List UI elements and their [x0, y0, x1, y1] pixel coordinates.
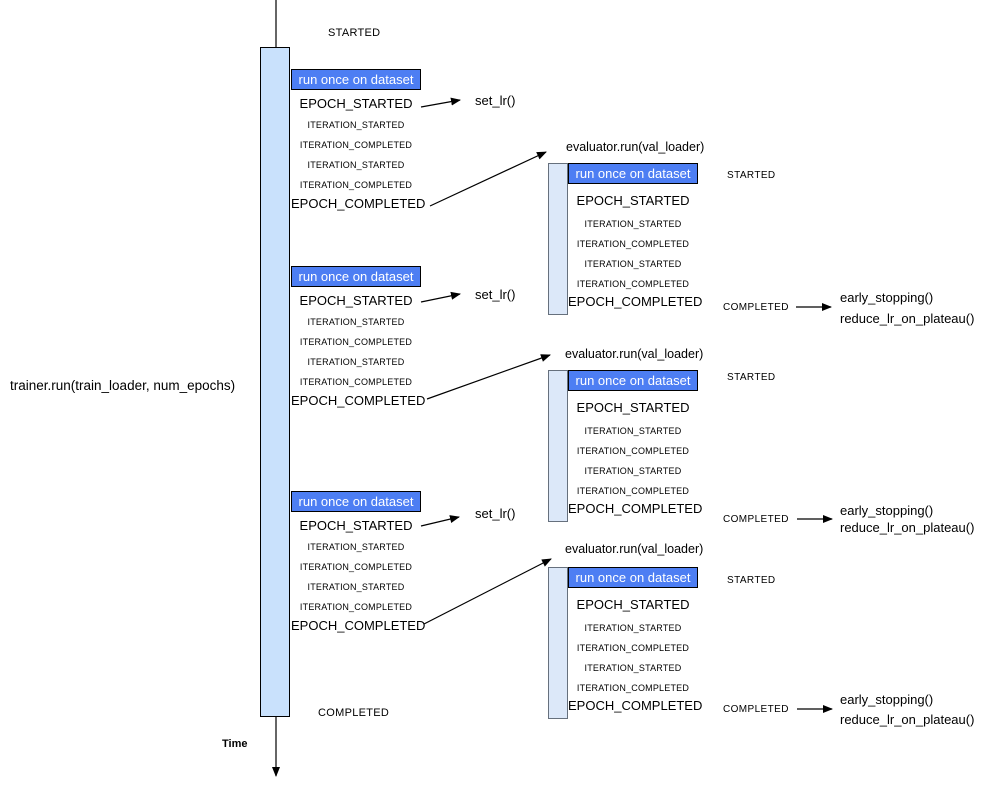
evaluator-completed-label-1: COMPLETED	[723, 302, 789, 313]
arrow-epoch-completed-to-evaluator-2	[426, 354, 551, 400]
iteration-completed-event: ITERATION_COMPLETED	[576, 239, 690, 249]
iteration-completed-event: ITERATION_COMPLETED	[576, 446, 690, 456]
evaluator-started-label-3: STARTED	[727, 575, 776, 586]
iteration-completed-event: ITERATION_COMPLETED	[299, 180, 413, 190]
arrow-epoch-started-to-set-lr-2	[420, 291, 461, 303]
trainer-epoch-block-2: run once on dataset EPOCH_STARTED ITERAT…	[291, 266, 426, 408]
trainer-completed-label: COMPLETED	[318, 707, 390, 719]
evaluator-started-label-1: STARTED	[727, 170, 776, 181]
iteration-started-event: ITERATION_STARTED	[307, 160, 405, 170]
epoch-started-event: EPOCH_STARTED	[299, 96, 413, 111]
iteration-completed-event: ITERATION_COMPLETED	[299, 602, 413, 612]
iteration-completed-event: ITERATION_COMPLETED	[299, 377, 413, 387]
set-lr-handler-1: set_lr()	[475, 93, 516, 108]
trainer-epoch-block-3: run once on dataset EPOCH_STARTED ITERAT…	[291, 491, 426, 633]
evaluator-block-1: run once on dataset EPOCH_STARTED ITERAT…	[548, 163, 703, 317]
run-once-header: run once on dataset	[291, 491, 421, 512]
iteration-started-event: ITERATION_STARTED	[584, 663, 682, 673]
epoch-completed-event: EPOCH_COMPLETED	[568, 501, 703, 516]
epoch-started-event: EPOCH_STARTED	[576, 400, 690, 415]
reduce-lr-on-plateau-handler-2: reduce_lr_on_plateau()	[840, 520, 975, 535]
arrow-epoch-completed-to-evaluator-1	[429, 151, 547, 207]
epoch-completed-event: EPOCH_COMPLETED	[568, 698, 703, 713]
run-once-header: run once on dataset	[291, 69, 421, 90]
epoch-completed-event: EPOCH_COMPLETED	[291, 196, 426, 211]
iteration-completed-event: ITERATION_COMPLETED	[299, 140, 413, 150]
iteration-started-event: ITERATION_STARTED	[307, 542, 405, 552]
iteration-completed-event: ITERATION_COMPLETED	[576, 279, 690, 289]
iteration-completed-event: ITERATION_COMPLETED	[576, 486, 690, 496]
epoch-started-event: EPOCH_STARTED	[576, 597, 690, 612]
epoch-started-event: EPOCH_STARTED	[299, 293, 413, 308]
epoch-completed-event: EPOCH_COMPLETED	[291, 618, 426, 633]
epoch-started-event: EPOCH_STARTED	[576, 193, 690, 208]
run-once-header: run once on dataset	[568, 567, 698, 588]
run-once-header: run once on dataset	[568, 370, 698, 391]
trainer-started-label: STARTED	[328, 27, 381, 39]
time-axis-label: Time	[222, 738, 248, 750]
evaluator-block-3: run once on dataset EPOCH_STARTED ITERAT…	[548, 567, 703, 721]
evaluator-started-label-2: STARTED	[727, 372, 776, 383]
arrow-epoch-started-to-set-lr-3	[420, 515, 460, 527]
early-stopping-handler-2: early_stopping()	[840, 503, 934, 518]
iteration-started-event: ITERATION_STARTED	[584, 426, 682, 436]
evaluator-run-label-3: evaluator.run(val_loader)	[565, 542, 704, 556]
epoch-completed-event: EPOCH_COMPLETED	[568, 294, 703, 309]
arrow-epoch-completed-to-evaluator-3	[423, 558, 552, 625]
evaluator-run-label-2: evaluator.run(val_loader)	[565, 347, 704, 361]
trainer-epoch-block-1: run once on dataset EPOCH_STARTED ITERAT…	[291, 69, 426, 211]
reduce-lr-on-plateau-handler-1: reduce_lr_on_plateau()	[840, 311, 975, 326]
iteration-started-event: ITERATION_STARTED	[307, 582, 405, 592]
trainer-run-label: trainer.run(train_loader, num_epochs)	[10, 378, 236, 393]
iteration-started-event: ITERATION_STARTED	[584, 219, 682, 229]
iteration-started-event: ITERATION_STARTED	[307, 317, 405, 327]
trainer-timeline-bar	[260, 47, 290, 717]
epoch-completed-event: EPOCH_COMPLETED	[291, 393, 426, 408]
iteration-started-event: ITERATION_STARTED	[584, 466, 682, 476]
evaluator-completed-label-2: COMPLETED	[723, 514, 789, 525]
run-once-header: run once on dataset	[291, 266, 421, 287]
run-once-header: run once on dataset	[568, 163, 698, 184]
evaluator-timeline-bar	[548, 567, 568, 719]
arrow-epoch-started-to-set-lr-1	[420, 97, 461, 108]
set-lr-handler-3: set_lr()	[475, 506, 516, 521]
iteration-started-event: ITERATION_STARTED	[307, 120, 405, 130]
set-lr-handler-2: set_lr()	[475, 287, 516, 302]
evaluator-timeline-bar	[548, 370, 568, 522]
iteration-completed-event: ITERATION_COMPLETED	[576, 683, 690, 693]
iteration-completed-event: ITERATION_COMPLETED	[576, 643, 690, 653]
evaluator-timeline-bar	[548, 163, 568, 315]
evaluator-block-2: run once on dataset EPOCH_STARTED ITERAT…	[548, 370, 703, 524]
iteration-completed-event: ITERATION_COMPLETED	[299, 562, 413, 572]
iteration-started-event: ITERATION_STARTED	[307, 357, 405, 367]
reduce-lr-on-plateau-handler-3: reduce_lr_on_plateau()	[840, 712, 975, 727]
iteration-started-event: ITERATION_STARTED	[584, 259, 682, 269]
evaluator-run-label-1: evaluator.run(val_loader)	[566, 140, 705, 154]
epoch-started-event: EPOCH_STARTED	[299, 518, 413, 533]
evaluator-completed-label-3: COMPLETED	[723, 704, 789, 715]
iteration-started-event: ITERATION_STARTED	[584, 623, 682, 633]
early-stopping-handler-1: early_stopping()	[840, 290, 934, 305]
early-stopping-handler-3: early_stopping()	[840, 692, 934, 707]
iteration-completed-event: ITERATION_COMPLETED	[299, 337, 413, 347]
